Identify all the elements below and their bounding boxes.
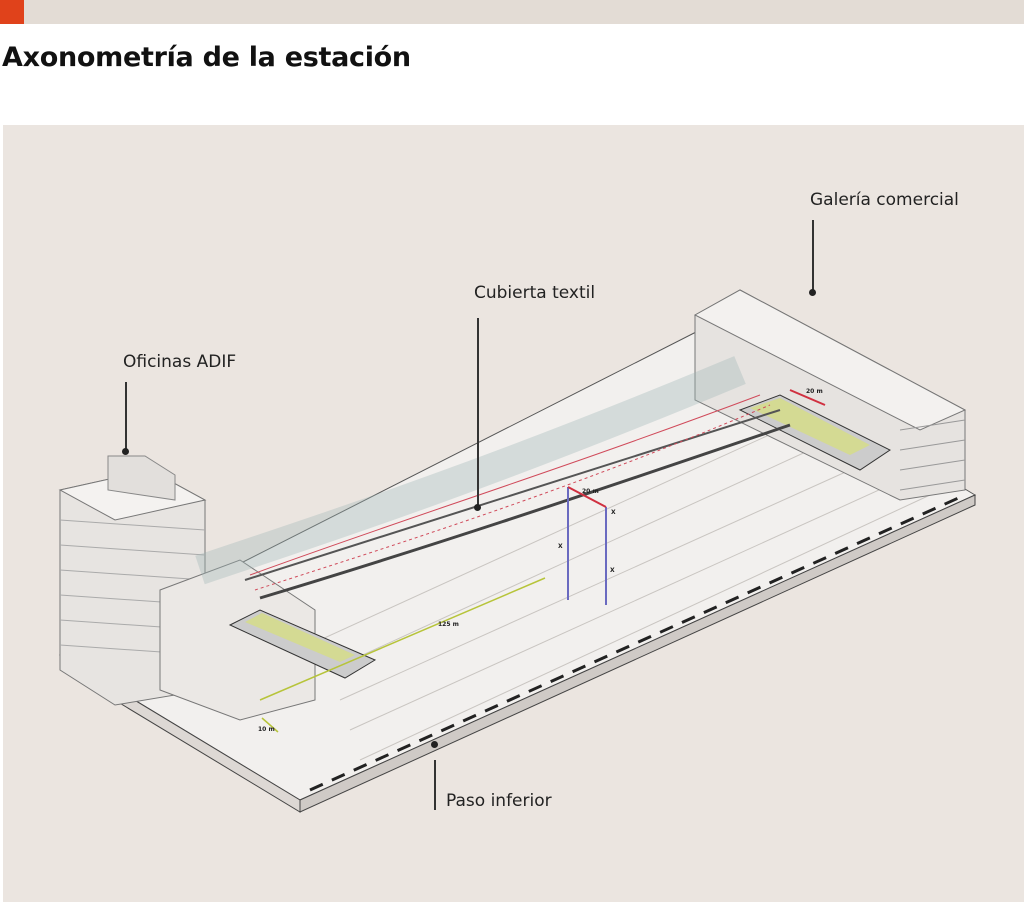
- tracks: [319, 429, 931, 761]
- top-bar: [0, 0, 1024, 24]
- roof: [195, 356, 791, 600]
- marker-x: X: [611, 509, 616, 516]
- dim-span-top: 20 m: [806, 388, 823, 395]
- leader-line: [125, 382, 127, 450]
- leader-dot: [474, 504, 481, 511]
- marker-x: X: [610, 567, 615, 574]
- leader-dot: [122, 448, 129, 455]
- oficinas-building: [58, 455, 316, 721]
- galeria-building: [693, 289, 967, 501]
- leader-line: [477, 318, 479, 506]
- page-title: Axonometría de la estación: [2, 42, 411, 73]
- leader-line: [434, 760, 436, 810]
- accent-square: [0, 0, 24, 24]
- leader-dot: [431, 741, 438, 748]
- label-cubierta-textil: Cubierta textil: [474, 283, 596, 303]
- dim-span-mid: 20 m: [582, 488, 599, 495]
- leader-line: [812, 220, 814, 290]
- label-oficinas-adif: Oficinas ADIF: [123, 352, 237, 372]
- dim-length: 125 m: [438, 621, 459, 628]
- dim-width-left: 10 m: [258, 726, 275, 733]
- label-galeria-comercial: Galería comercial: [810, 190, 959, 210]
- marker-x: X: [558, 543, 563, 550]
- label-paso-inferior: Paso inferior: [446, 791, 552, 811]
- columns: [567, 487, 607, 605]
- leader-dot: [809, 289, 816, 296]
